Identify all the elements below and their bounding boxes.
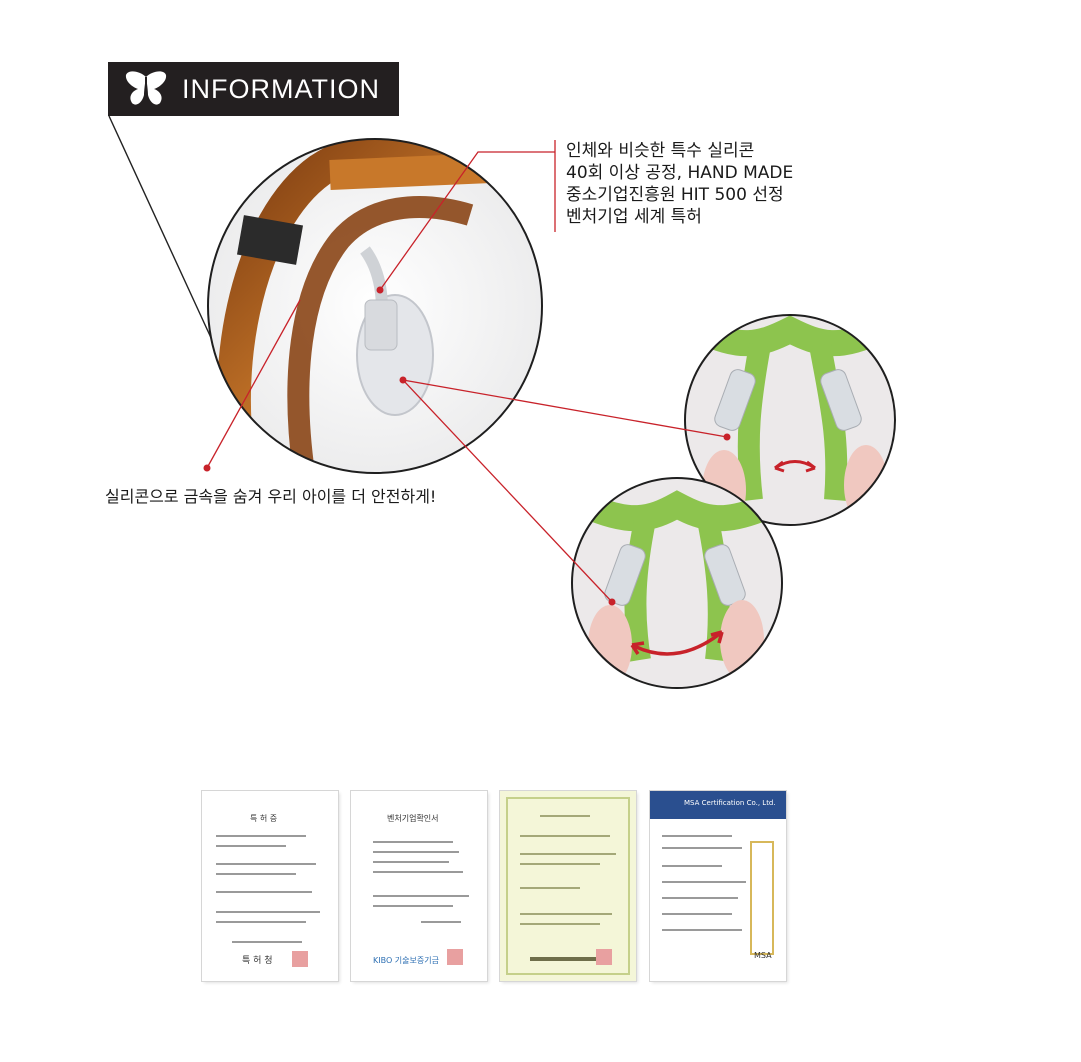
safety-caption: 실리콘으로 금속을 숨겨 우리 아이를 더 안전하게!	[105, 487, 437, 506]
silicone-bridge-closeup-2	[571, 477, 783, 689]
seal-stamp	[596, 949, 612, 965]
feature-list: 인체와 비슷한 특수 실리콘 40회 이상 공정, HAND MADE 중소기업…	[566, 140, 866, 228]
butterfly-logo-icon	[125, 71, 167, 105]
feature-item: 인체와 비슷한 특수 실리콘	[566, 141, 755, 161]
banner-title: INFORMATION	[182, 73, 380, 104]
certificate-venture: 벤처기업확인서 KIBO 기술보증기금	[351, 791, 487, 981]
silicone-bridge-closeup-1	[684, 314, 896, 526]
certificate-title: 벤처기업확인서	[387, 814, 439, 823]
feature-item: 중소기업진흥원 HIT 500 선정	[566, 185, 784, 205]
certificate-footer: KIBO 기술보증기금	[373, 956, 439, 965]
feature-item: 벤처기업 세계 특허	[566, 207, 702, 227]
certificate-msa: MSA Certification Co., Ltd. MSA	[650, 791, 786, 981]
illustration-layer	[108, 115, 896, 689]
certificate-footer: 특 허 청	[242, 956, 273, 966]
certificate-patent: 특 허 증 특 허 청	[202, 791, 338, 981]
connector-dots	[203, 286, 731, 606]
certificate-title: 특 허 증	[250, 814, 278, 823]
seal-stamp	[292, 951, 308, 967]
connector-lines	[206, 140, 728, 603]
certificate-footer: MSA	[754, 951, 772, 960]
feature-item: 40회 이상 공정, HAND MADE	[566, 163, 794, 183]
certificate-bank	[500, 791, 636, 981]
banner-pointer-line	[108, 115, 213, 341]
certificate-title: MSA Certification Co., Ltd.	[684, 799, 776, 807]
information-banner: INFORMATION	[108, 62, 399, 116]
magnified-frame-illustration	[207, 138, 543, 474]
seal-stamp	[447, 949, 463, 965]
